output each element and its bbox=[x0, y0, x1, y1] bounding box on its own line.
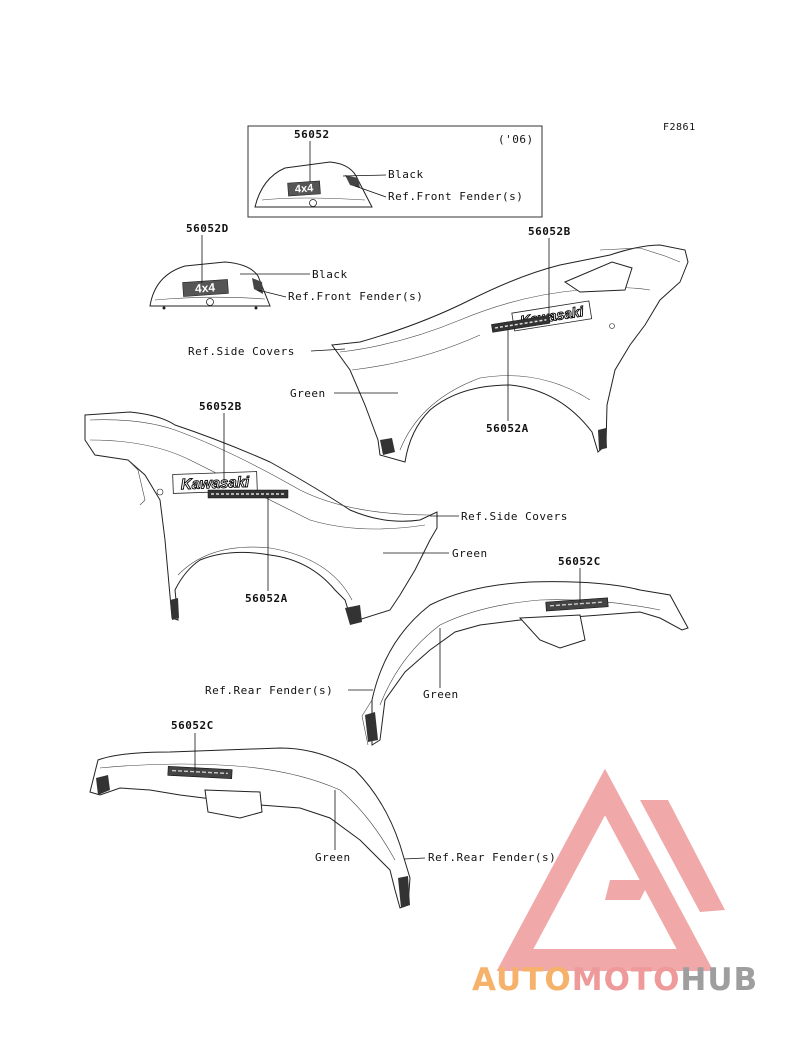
label-green-3: Green bbox=[423, 688, 459, 701]
label-green-2: Green bbox=[452, 547, 488, 560]
label-56052d: 56052D bbox=[186, 222, 229, 235]
vbrute-decal-right bbox=[545, 597, 609, 612]
rear-fender-right bbox=[361, 581, 689, 746]
watermark-moto: MOTO bbox=[571, 962, 681, 998]
label-56052b-left: 56052B bbox=[199, 400, 242, 413]
front-fender-56052d bbox=[149, 261, 271, 310]
figure-code: F2861 bbox=[663, 122, 696, 133]
watermark-hub: HUB bbox=[680, 962, 759, 998]
year-note: ('06) bbox=[498, 133, 534, 146]
label-56052b-right: 56052B bbox=[528, 225, 571, 238]
label-ref-side-covers-2: Ref.Side Covers bbox=[461, 510, 568, 523]
leader-lines bbox=[194, 141, 581, 860]
label-black: Black bbox=[312, 268, 348, 281]
label-ref-side-covers-1: Ref.Side Covers bbox=[188, 345, 295, 358]
label-56052a-right: 56052A bbox=[486, 422, 529, 435]
label-green-1: Green bbox=[290, 387, 326, 400]
watermark-auto: AUTO bbox=[472, 962, 572, 998]
variant-inset-box bbox=[247, 125, 543, 218]
label-56052: 56052 bbox=[294, 128, 330, 141]
label-56052c-left: 56052C bbox=[171, 719, 214, 732]
front-fender-inset bbox=[254, 161, 373, 208]
brute-force-decal-left bbox=[207, 489, 289, 499]
label-ref-rear-fender-2: Ref.Rear Fender(s) bbox=[428, 851, 557, 864]
watermark-text: AUTOMOTOHUB bbox=[472, 962, 758, 1000]
label-green-4: Green bbox=[315, 851, 351, 864]
rear-fender-left bbox=[89, 747, 411, 909]
watermark-logo-icon bbox=[496, 768, 725, 971]
label-ref-front-fender-inset: Ref.Front Fender(s) bbox=[388, 190, 524, 203]
badge-4x4-inset-text: 4x4 bbox=[294, 182, 314, 195]
vbrute-decal-left bbox=[167, 766, 233, 779]
brute-force-decal-right bbox=[491, 315, 551, 333]
badge-4x4-56052d-text: 4x4 bbox=[195, 280, 216, 295]
label-black-inset: Black bbox=[388, 168, 424, 181]
label-56052c-right: 56052C bbox=[558, 555, 601, 568]
label-ref-front-fender: Ref.Front Fender(s) bbox=[288, 290, 424, 303]
label-56052a-left: 56052A bbox=[245, 592, 288, 605]
left-side-fender: Kawasaki bbox=[84, 411, 438, 625]
right-side-fender: Kawasaki bbox=[331, 244, 689, 463]
label-ref-rear-fender-1: Ref.Rear Fender(s) bbox=[205, 684, 334, 697]
kawasaki-decal-left-text: Kawasaki bbox=[181, 474, 251, 493]
